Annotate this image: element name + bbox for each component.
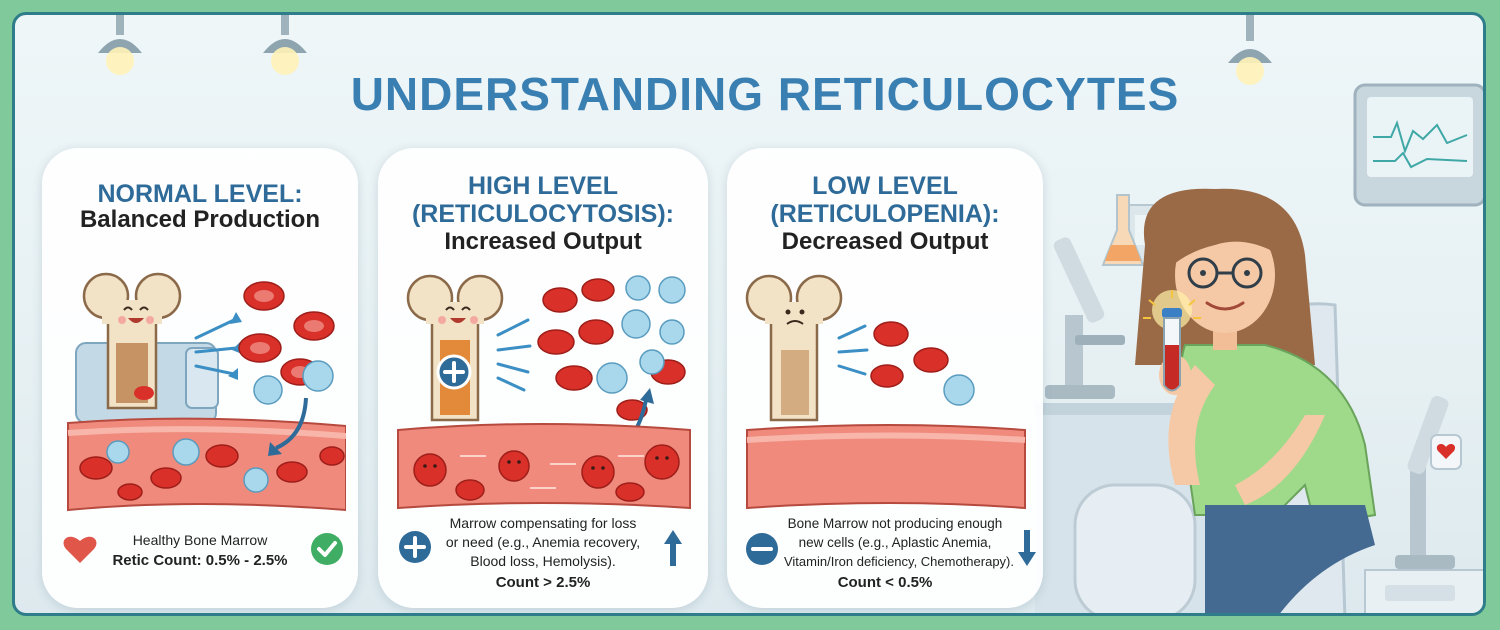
card-normal-desc-2: Retic Count: 0.5% - 2.5% (112, 552, 288, 569)
normal-illustration (67, 272, 346, 512)
card-high-desc-2: or need (e.g., Anemia recovery, (445, 534, 641, 550)
card-low-subtitle: Decreased Output (781, 228, 989, 255)
card-low-desc-1: Bone Marrow not producing enough (787, 516, 1003, 531)
high-illustration (397, 274, 691, 510)
infographic-frame: UNDERSTANDING RETICULOCYTES NORMAL LEVEL… (12, 12, 1486, 616)
card-high-heading-2: (RETICULOCYTOSIS): (411, 200, 675, 228)
ceiling-lamp-right (1228, 15, 1272, 85)
card-high-subtitle: Increased Output (444, 228, 642, 255)
card-low-desc-3: Vitamin/Iron deficiency, Chemotherapy). (783, 554, 1014, 569)
card-low-heading-1: LOW LEVEL (812, 172, 958, 200)
down-arrow-icon (1018, 530, 1036, 566)
card-low-desc-2: new cells (e.g., Aplastic Anemia, (798, 535, 992, 550)
card-high-desc-1: Marrow compensating for loss (449, 515, 637, 531)
page-title: UNDERSTANDING RETICULOCYTES (350, 68, 1180, 120)
heart-icon (63, 536, 97, 563)
low-illustration (745, 274, 1026, 510)
bone-normal (82, 272, 182, 410)
card-high-level: HIGH LEVEL (RETICULOCYTOSIS): Increased … (378, 148, 708, 608)
check-icon (311, 533, 343, 565)
card-high-count: Count > 2.5% (495, 574, 591, 591)
card-high-heading-1: HIGH LEVEL (467, 172, 618, 200)
bone-high (406, 274, 504, 422)
test-tube-icon (1143, 290, 1201, 392)
card-normal-level: NORMAL LEVEL: Balanced Production (42, 148, 358, 608)
person-holding-test-tube (1135, 188, 1377, 613)
plus-icon (399, 531, 431, 563)
bone-low (745, 274, 843, 422)
card-high-desc-3: Blood loss, Hemolysis). (470, 553, 616, 569)
ceiling-lamp-center (263, 15, 307, 75)
card-normal-desc-1: Healthy Bone Marrow (132, 532, 268, 548)
card-low-count: Count < 0.5% (837, 574, 933, 591)
card-low-heading-2: (RETICULOPENIA): (770, 200, 1000, 228)
card-low-level: LOW LEVEL (RETICULOPENIA): Decreased Out… (727, 148, 1043, 608)
card-normal-subtitle: Balanced Production (79, 206, 321, 233)
ceiling-lamp-left (98, 15, 142, 75)
card-normal-heading: NORMAL LEVEL: (97, 180, 303, 208)
minus-icon (746, 533, 778, 565)
up-arrow-icon (664, 530, 682, 566)
